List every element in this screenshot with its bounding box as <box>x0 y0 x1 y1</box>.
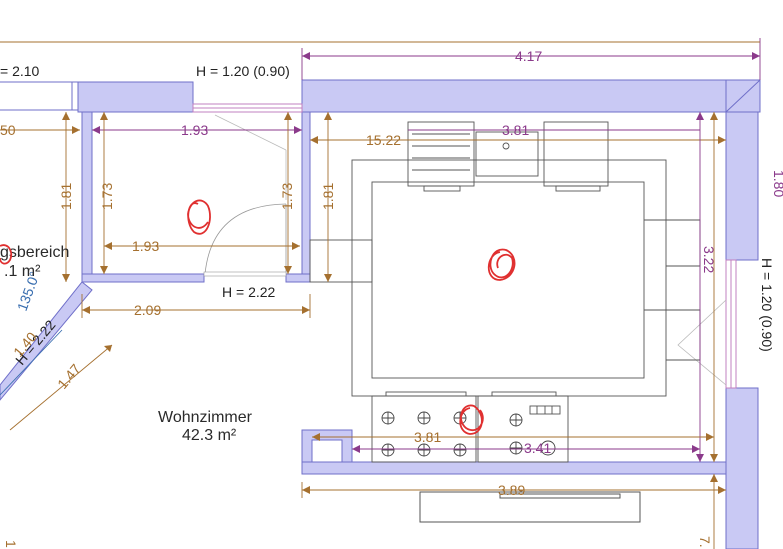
wall-bottom-stub-inner <box>311 439 343 463</box>
room-left-name[interactable]: gsbereich <box>0 244 69 261</box>
dim-bottom-overall[interactable]: 3.89 <box>498 482 525 498</box>
sideboard[interactable] <box>419 491 641 523</box>
sink-basin[interactable] <box>475 131 539 177</box>
door-label-bath[interactable]: H = 2.22 <box>222 284 276 300</box>
wall-right-upper[interactable] <box>725 111 759 261</box>
left-counter[interactable] <box>309 239 373 283</box>
window-label-top-mid[interactable]: H = 1.20 (0.90) <box>196 63 290 79</box>
dim-right-bottom[interactable]: 7. <box>697 536 713 548</box>
dim-bottom-counter-a[interactable]: 3.81 <box>414 429 441 445</box>
dim-bath-width-top[interactable]: 1.93 <box>181 122 208 138</box>
bath-door-arc[interactable] <box>204 203 287 275</box>
wall-bath-right[interactable] <box>301 111 311 283</box>
wall-right-lower[interactable] <box>725 387 759 549</box>
wall-top-right[interactable] <box>301 79 761 113</box>
dim-right-edge[interactable]: 1.80 <box>771 170 783 197</box>
dim-diag-b[interactable]: 1.47 <box>54 361 84 392</box>
window-labels: = 2.10 H = 1.20 (0.90) H = 1.20 (0.90) <box>0 63 775 352</box>
fridge-unit[interactable] <box>543 121 609 187</box>
window-label-right[interactable]: H = 1.20 (0.90) <box>759 258 775 352</box>
wall-top-left[interactable] <box>77 81 194 113</box>
burner[interactable] <box>540 440 556 456</box>
kitchen-island-inner <box>371 181 645 379</box>
window-label-top-left[interactable]: = 2.10 <box>0 63 40 79</box>
dimension-ticks <box>62 52 760 494</box>
dim-bath-width-inner[interactable]: 1.93 <box>132 238 159 254</box>
marker-bath[interactable] <box>187 199 211 235</box>
door-labels: H = 2.22 H = 2.22 <box>12 284 275 368</box>
walls <box>0 78 761 549</box>
dim-left-partial[interactable]: 50 <box>0 122 16 138</box>
dim-kitchen-top[interactable]: 15.22 <box>366 132 401 148</box>
dim-mid-height[interactable]: 1.81 <box>320 183 336 210</box>
dim-kitchen-counter[interactable]: 3.81 <box>502 122 529 138</box>
doors <box>203 114 287 277</box>
dim-top-overall[interactable]: 4.17 <box>515 48 542 64</box>
marker-left[interactable] <box>0 244 13 265</box>
wall-bath-left[interactable] <box>81 111 93 283</box>
room-living-name[interactable]: Wohnzimmer <box>158 409 253 426</box>
kitchen-island-outer[interactable] <box>351 159 667 397</box>
wall-bath-bottom-right[interactable] <box>285 273 311 283</box>
dim-left-height[interactable]: 1.81 <box>58 183 74 210</box>
wall-bottom[interactable] <box>301 461 727 475</box>
dim-bath-height-right[interactable]: 1.73 <box>279 183 295 210</box>
marker-kitchen[interactable] <box>487 248 516 281</box>
dim-bottom-width[interactable]: 2.09 <box>134 302 161 318</box>
kitchen-fixtures <box>309 121 701 463</box>
dimension-lines <box>0 38 761 549</box>
room-labels: gsbereich .1 m² Wohnzimmer 42.3 m² <box>0 244 253 444</box>
markers <box>0 199 516 435</box>
dim-bottom-counter-b[interactable]: 3.41 <box>524 440 551 456</box>
room-living-area[interactable]: 42.3 m² <box>182 427 237 444</box>
sink-unit[interactable] <box>407 121 475 187</box>
wall-bath-bottom-left[interactable] <box>81 273 205 283</box>
dim-bath-height-left[interactable]: 1.73 <box>99 183 115 210</box>
room-left-area[interactable]: .1 m² <box>4 263 41 280</box>
dim-right-vertical[interactable]: 3.22 <box>701 246 717 273</box>
windows <box>192 103 737 389</box>
marker-stove[interactable] <box>459 404 484 435</box>
dim-left-bottom[interactable]: 1.48 <box>3 540 19 549</box>
